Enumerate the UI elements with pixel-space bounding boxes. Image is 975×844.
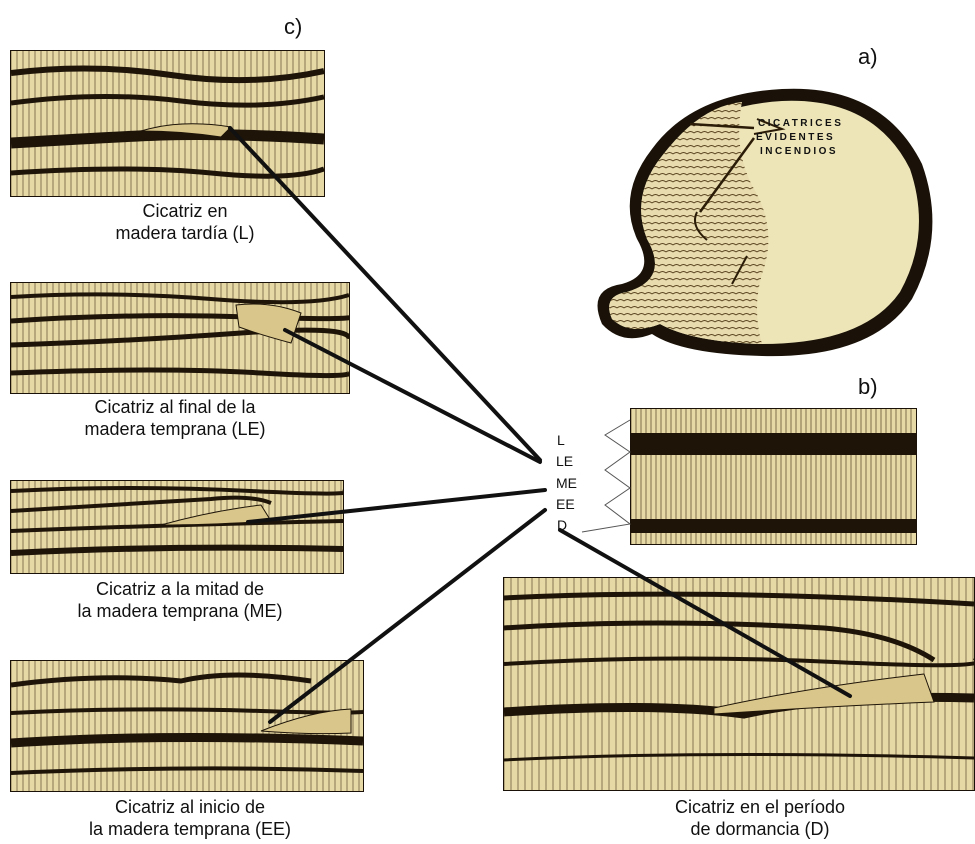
ring-code-LE: LE	[556, 453, 573, 469]
caption-scar-LE-line-1: Cicatriz al final de la	[40, 396, 310, 418]
caption-scar-D: Cicatriz en el período de dormancia (D)	[620, 796, 900, 840]
caption-scar-ME: Cicatriz a la mitad de la madera tempran…	[35, 578, 325, 622]
caption-scar-D-line-2: de dormancia (D)	[620, 818, 900, 840]
caption-scar-L: Cicatriz en madera tardía (L)	[70, 200, 300, 244]
scar-panel-ME	[10, 480, 344, 574]
caption-scar-D-line-1: Cicatriz en el período	[620, 796, 900, 818]
caption-scar-L-line-2: madera tardía (L)	[70, 222, 300, 244]
caption-scar-EE-line-1: Cicatriz al inicio de	[45, 796, 335, 818]
caption-scar-LE-line-2: madera temprana (LE)	[40, 418, 310, 440]
ring-code-D: D	[557, 517, 567, 533]
ring-zone-zigzag	[582, 420, 630, 532]
panel-label-a: a)	[858, 44, 878, 70]
caption-scar-ME-line-1: Cicatriz a la mitad de	[35, 578, 325, 600]
scar-panel-LE	[10, 282, 350, 394]
caption-scar-L-line-1: Cicatriz en	[70, 200, 300, 222]
caption-scar-ME-line-2: la madera temprana (ME)	[35, 600, 325, 622]
caption-scar-EE-line-2: la madera temprana (EE)	[45, 818, 335, 840]
ring-code-L: L	[557, 432, 565, 448]
ring-code-ME: ME	[556, 475, 577, 491]
panel-label-b: b)	[858, 374, 878, 400]
ring-zone-panel	[630, 408, 917, 545]
scar-panel-EE	[10, 660, 364, 792]
ring-code-EE: EE	[556, 496, 575, 512]
scar-panel-L	[10, 50, 325, 197]
scar-label-line-3: INCENDIOS	[760, 146, 838, 157]
scar-label-line-2: EVIDENTES	[756, 132, 835, 143]
caption-scar-EE: Cicatriz al inicio de la madera temprana…	[45, 796, 335, 840]
scar-panel-D	[503, 577, 975, 791]
panel-label-c: c)	[284, 14, 302, 40]
caption-scar-LE: Cicatriz al final de la madera temprana …	[40, 396, 310, 440]
scar-label-line-1: CICATRICES	[758, 118, 843, 129]
